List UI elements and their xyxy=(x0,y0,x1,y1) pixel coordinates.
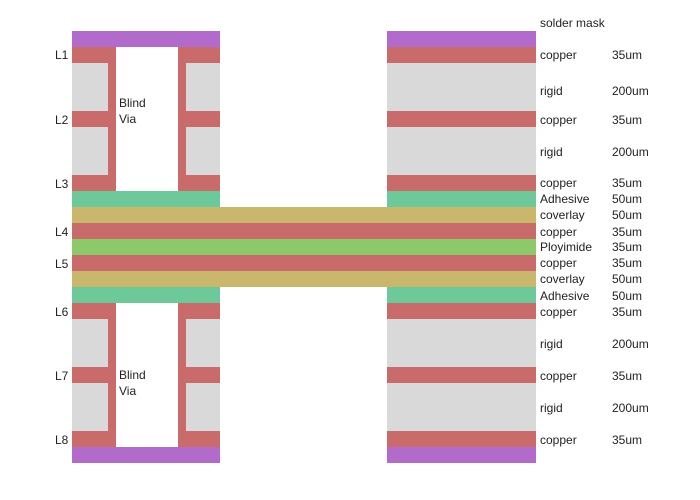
material-label: Ployimide xyxy=(540,240,593,254)
material-label: rigid xyxy=(540,401,563,415)
thickness-label: 35um xyxy=(612,113,643,127)
thickness-label: 200um xyxy=(612,401,649,415)
material-label: copper xyxy=(540,48,577,62)
blind-via-top-hole xyxy=(116,47,178,191)
material-label: rigid xyxy=(540,84,563,98)
thickness-label: 35um xyxy=(612,433,643,447)
thickness-label: 35um xyxy=(612,176,643,190)
thickness-label: 35um xyxy=(612,369,643,383)
thickness-label: 35um xyxy=(612,240,643,254)
band-adhesive-6-left xyxy=(72,191,220,207)
material-label: copper xyxy=(540,113,577,127)
layer-label-l2: L2 xyxy=(55,113,69,127)
blind-via-bottom-hole xyxy=(116,303,178,447)
band-adhesive-6-right xyxy=(387,191,536,207)
layer-label-l6: L6 xyxy=(55,305,69,319)
band-solder_mask-18-left xyxy=(72,447,220,463)
band-copper-15-right xyxy=(387,367,536,383)
blind-via-top-wall-right xyxy=(178,47,186,191)
layer-label-l3: L3 xyxy=(55,177,69,191)
thickness-label: 200um xyxy=(612,337,649,351)
thickness-label: 50um xyxy=(612,192,643,206)
band-solder_mask-0-left xyxy=(72,31,220,47)
thickness-label: 200um xyxy=(612,145,649,159)
layer-label-l1: L1 xyxy=(55,48,69,62)
thickness-label: 35um xyxy=(612,305,643,319)
band-copper-3-right xyxy=(387,111,536,127)
material-label: copper xyxy=(540,305,577,319)
blind-via-bottom-wall-right xyxy=(178,303,186,447)
band-rigid-16-right xyxy=(387,383,536,431)
layer-label-l8: L8 xyxy=(55,433,69,447)
material-label: copper xyxy=(540,176,577,190)
layer-label-l4: L4 xyxy=(55,225,69,239)
material-label: copper xyxy=(540,433,577,447)
thickness-label: 200um xyxy=(612,84,649,98)
band-rigid-4-right xyxy=(387,127,536,175)
band-rigid-2-right xyxy=(387,63,536,111)
material-label: Adhesive xyxy=(540,192,590,206)
layer-label-l7: L7 xyxy=(55,369,69,383)
band-copper-8 xyxy=(72,223,536,239)
thickness-label: 35um xyxy=(612,256,643,270)
blind-via-top-label: Blind Via xyxy=(119,96,146,126)
thickness-label: 50um xyxy=(612,208,643,222)
solder-mask-label: solder mask xyxy=(540,16,605,30)
band-copper-17-right xyxy=(387,431,536,447)
thickness-label: 35um xyxy=(612,225,643,239)
layer-label-l5: L5 xyxy=(55,257,69,271)
band-copper-10 xyxy=(72,255,536,271)
material-label: copper xyxy=(540,369,577,383)
band-coverlay-7 xyxy=(72,207,536,223)
band-copper-1-right xyxy=(387,47,536,63)
thickness-label: 50um xyxy=(612,272,643,286)
thickness-label: 50um xyxy=(612,289,643,303)
band-copper-5-right xyxy=(387,175,536,191)
band-solder_mask-0-right xyxy=(387,31,536,47)
band-adhesive-12-right xyxy=(387,287,536,303)
material-label: coverlay xyxy=(540,272,585,286)
band-solder_mask-18-right xyxy=(387,447,536,463)
band-copper-13-right xyxy=(387,303,536,319)
material-label: rigid xyxy=(540,337,563,351)
blind-via-top-wall-left xyxy=(108,47,116,191)
material-label: coverlay xyxy=(540,208,585,222)
blind-via-bottom-wall-left xyxy=(108,303,116,447)
blind-via-bottom-label: Blind Via xyxy=(119,368,146,398)
band-coverlay-11 xyxy=(72,271,536,287)
band-rigid-14-right xyxy=(387,319,536,367)
material-label: rigid xyxy=(540,145,563,159)
thickness-label: 35um xyxy=(612,48,643,62)
material-label: copper xyxy=(540,256,577,270)
band-polyimide-9 xyxy=(72,239,536,255)
material-label: Adhesive xyxy=(540,289,590,303)
band-adhesive-12-left xyxy=(72,287,220,303)
material-label: copper xyxy=(540,225,577,239)
